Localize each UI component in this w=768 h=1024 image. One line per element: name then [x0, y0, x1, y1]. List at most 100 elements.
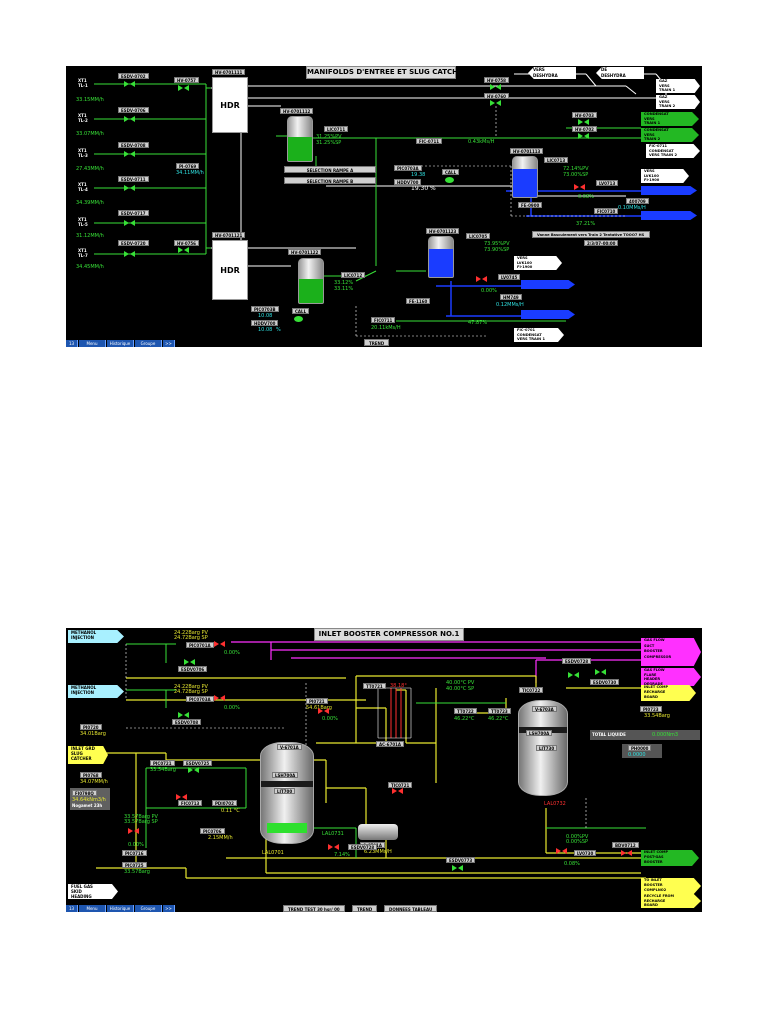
pi-tag[interactable]: PIC0721 — [150, 760, 175, 766]
nav-historique[interactable]: Historique — [107, 340, 134, 347]
pic-tag[interactable]: PIC0716 — [122, 850, 147, 856]
lit-tag[interactable]: LIT700 — [274, 788, 296, 794]
compressor-c6701a[interactable] — [358, 824, 398, 840]
fe-tag[interactable]: FE-1160 — [406, 298, 431, 304]
pdt-tag[interactable]: FIC0713 — [178, 800, 203, 806]
to-inlet-pill[interactable]: TO INLET BOOSTER COMPLNO2 — [641, 878, 701, 894]
call-switch[interactable]: CALL — [442, 169, 460, 175]
esdv-tag[interactable]: ESDV-0708 — [118, 142, 149, 148]
hm-tag[interactable]: HM749 — [500, 294, 522, 300]
esdv-tag[interactable]: ESDV0706 — [178, 666, 208, 672]
valve-icon[interactable] — [568, 672, 579, 678]
blue-outlet-pill[interactable] — [521, 280, 575, 289]
nav-13[interactable]: 13 — [66, 905, 78, 912]
lv-tag[interactable]: LV0713 — [596, 180, 619, 186]
valve-icon[interactable] — [490, 100, 501, 106]
gaz-train2-pill[interactable]: GAZ VERS TRAIN 2 — [656, 95, 700, 109]
control-valve-icon[interactable] — [318, 708, 329, 714]
lv-tag[interactable]: LV0745 — [498, 274, 521, 280]
bdv-tag[interactable]: BDV0712 — [612, 842, 639, 848]
pic-tag[interactable]: PIC0701A — [186, 642, 214, 648]
valve-icon[interactable] — [490, 84, 501, 90]
valve-icon[interactable] — [124, 81, 135, 87]
gas-out-pill-2[interactable]: GAS FLOW FLARE HEADER DEGRADE — [641, 668, 701, 686]
valve-icon[interactable] — [578, 119, 589, 125]
trend-button[interactable]: TREND — [364, 339, 390, 346]
esdv-tag[interactable]: ESDV0730 — [590, 679, 620, 685]
slug-catcher-top[interactable] — [287, 116, 313, 162]
condensat-train1-pill[interactable]: CONDENSAT VERS TRAIN 1 — [641, 112, 699, 126]
lit-tag[interactable]: LIT730 — [536, 745, 558, 751]
lsh-tag[interactable]: LSH700A — [526, 730, 553, 736]
fic-condensat-bot-pill[interactable]: FIC-0701 CONDENSAT VERS TRAIN 1 — [514, 328, 564, 342]
pi-tag[interactable]: PI0768 — [80, 772, 102, 778]
hv-tag[interactable]: HV-0758 — [484, 77, 509, 83]
nav-next[interactable]: >> — [163, 905, 175, 912]
vers-deshydra-pill[interactable]: VERS DESHYDRA — [528, 67, 576, 79]
pic-tag[interactable]: PIC0725 — [122, 862, 147, 868]
selection-b-button[interactable]: SELECTION RAMPE B — [284, 177, 376, 184]
lv-tag[interactable]: LV0730 — [574, 850, 597, 856]
hv-tag[interactable]: HV-0760 — [484, 93, 509, 99]
flow-tag[interactable]: FI0798Q — [72, 790, 97, 796]
switch-note[interactable]: Vanne Basculement vers Train 2 Tentative… — [532, 231, 650, 238]
blue-outlet-pill[interactable] — [641, 211, 697, 220]
ph-tag[interactable]: PH0000 — [628, 745, 652, 751]
nav-historique[interactable]: Historique — [107, 905, 134, 912]
nav-groupe[interactable]: Groupe — [135, 340, 162, 347]
tt-tag[interactable]: TT0722 — [454, 708, 477, 714]
valve-icon[interactable] — [124, 116, 135, 122]
nav-groupe[interactable]: Groupe — [135, 905, 162, 912]
valve-icon[interactable] — [578, 133, 589, 139]
esdv-tag[interactable]: ESDV-0720 — [118, 240, 149, 246]
inlet-comp-pill-2[interactable]: INLET COMP POST-GAS BOOSTER — [641, 850, 699, 866]
cond-bottom-tag[interactable]: HV-0701123 — [426, 228, 460, 234]
vessel-tag[interactable]: V-6703A — [532, 706, 557, 712]
gaz-train1-pill[interactable]: GAZ VERS TRAIN 1 — [656, 79, 700, 93]
control-valve-icon[interactable] — [214, 641, 225, 647]
valve-icon[interactable] — [178, 712, 189, 718]
call-switch[interactable]: CALL — [292, 308, 310, 314]
valve-icon[interactable] — [124, 151, 135, 157]
gas-out-pill-1[interactable]: GAS FLOW SUCT BOOSTER COMPRESSOR — [641, 638, 701, 666]
nav-menu[interactable]: Menu — [79, 905, 106, 912]
lic-tag[interactable]: LIC0713 — [544, 157, 569, 163]
lic-tag[interactable]: LIC0712 — [341, 272, 366, 278]
nav-next[interactable]: >> — [163, 340, 175, 347]
recycle-pill[interactable]: RECYCLE FROM RECHARGE BOARD — [641, 894, 701, 908]
valve-icon[interactable] — [188, 767, 199, 773]
control-valve-icon[interactable] — [214, 695, 225, 701]
hdr-bottom[interactable]: HDR — [212, 240, 248, 300]
pic-tag[interactable]: PI0721 — [306, 698, 328, 704]
pi-tag[interactable]: PI0723 — [640, 706, 662, 712]
condensate-tank-top[interactable] — [512, 156, 538, 198]
fic-tag[interactable]: FIC0711 — [371, 317, 396, 323]
esdv-tag[interactable]: ESDV-0717 — [118, 210, 149, 216]
valve-icon[interactable] — [124, 251, 135, 257]
selection-a-button[interactable]: SELECTION RAMPE A — [284, 166, 376, 173]
control-valve-icon[interactable] — [176, 794, 187, 800]
blue-outlet-pill[interactable] — [641, 186, 697, 195]
lv-tag[interactable]: ESDV0728 — [348, 844, 378, 850]
pi-tag[interactable]: PI-0769 — [176, 163, 200, 169]
pic-tag[interactable]: PIC0703A — [394, 165, 422, 171]
tt-tag[interactable]: TT0721 — [363, 683, 386, 689]
donnees-tableau-button[interactable]: DONNEES TABLEAU — [384, 905, 438, 912]
hv-tag[interactable]: HV-0703 — [572, 112, 597, 118]
vessel-tag[interactable]: V-6701A — [277, 744, 302, 750]
hddv-tag[interactable]: HDDV700 — [394, 179, 422, 185]
esdv-tag[interactable]: ESDV-0706 — [118, 107, 149, 113]
pic-tag[interactable]: PIC0706 — [200, 828, 225, 834]
fic-tag[interactable]: FIC-0711 — [416, 138, 443, 144]
nav-menu[interactable]: Menu — [79, 340, 106, 347]
valve-icon[interactable] — [595, 669, 606, 675]
valve-icon[interactable] — [124, 220, 135, 226]
esdv-tag[interactable]: ESDV0728 — [562, 658, 592, 664]
control-valve-icon[interactable] — [621, 850, 632, 856]
lsh-tag[interactable]: LSH700A — [272, 772, 299, 778]
cond-top-tag[interactable]: HV-0701113 — [510, 148, 544, 154]
valve-icon[interactable] — [184, 659, 195, 665]
control-valve-icon[interactable] — [574, 184, 585, 190]
slug-bottom-tag[interactable]: HV-0701122 — [288, 249, 322, 255]
condensat-train2-pill[interactable]: CONDENSAT VERS TRAIN 2 — [641, 128, 699, 142]
